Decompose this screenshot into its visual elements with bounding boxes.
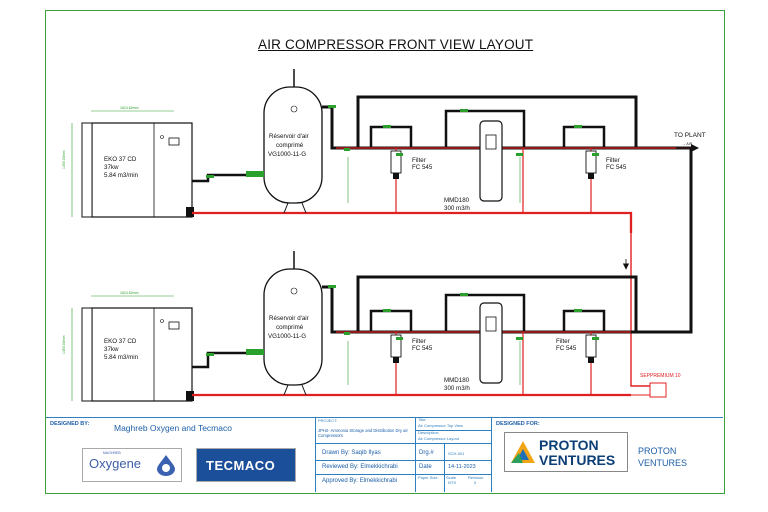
title-block: DESIGNED BY: Maghreb Oxygen and Tecmaco …: [46, 417, 723, 494]
dryer-1: [479, 120, 521, 203]
filter-3-name: Filter: [412, 338, 426, 345]
designed-for-label: DESIGNED FOR:: [496, 421, 540, 427]
filter-3: [390, 334, 402, 363]
tank-2: [246, 251, 349, 396]
separator-label: SEPPREMIUM 10: [640, 373, 681, 379]
oxygene-logo: MAGHREB Oxygene: [82, 448, 182, 482]
filter-2: [585, 150, 597, 179]
compressor-2-flow: 5.84 m3/min: [104, 354, 139, 361]
page-title: AIR COMPRESSOR FRONT VIEW LAYOUT: [258, 37, 534, 52]
date-value: 14-11-2023: [448, 464, 476, 470]
filter-4: [585, 334, 597, 363]
proton-mark-icon: [511, 441, 535, 463]
title-cell: Title: Air Compressor Top View: [416, 417, 492, 431]
filter-2-name: Filter: [606, 157, 620, 164]
proton-logo-line2: VENTURES: [539, 452, 616, 468]
tank-2-label-2: comprimé: [276, 324, 304, 331]
filter-3-model: FC 545: [412, 345, 433, 352]
filter-2-model: FC 545: [606, 164, 627, 171]
compressor-1: [71, 110, 194, 218]
tank-1: [246, 69, 349, 214]
outlet-label: TO PLANT: [674, 132, 706, 139]
oxygene-logo-small: MAGHREB: [103, 451, 121, 455]
title-value: Air Compressor Top View: [418, 423, 463, 428]
client-name-line2: VENTURES: [638, 458, 688, 468]
compressor-1-dim-width: 1624.62mm: [120, 106, 139, 110]
drg-value: SCH-001: [448, 451, 465, 456]
paper-label: Paper Size: [418, 475, 438, 480]
client-name-line1: PROTON: [638, 446, 677, 456]
tank-1-label-2: comprimé: [276, 142, 304, 149]
tank-2-label-1: Réservoir d'air: [269, 315, 309, 322]
designed-by-value: Maghreb Oxygen and Tecmaco: [114, 423, 232, 433]
compressor-2-dim-height: 1450.00mm: [62, 335, 66, 354]
compressor-1-dim-height: 1450.00mm: [62, 150, 66, 169]
drawing-info-cell: Drg.# SCH-001 Date 14-11-2023 Paper Size…: [416, 444, 492, 492]
date-label: Date: [419, 464, 432, 470]
description-value: Air Compressor Layout: [418, 436, 459, 441]
filter-1-name: Filter: [412, 157, 426, 164]
tank-2-label-3: VG1000-11-G: [268, 333, 307, 340]
proton-logo-line1: PROTON: [539, 437, 599, 453]
oxygene-logo-text: Oxygene: [89, 456, 142, 471]
compressor-2: [71, 295, 194, 402]
designed-for-section: DESIGNED FOR: PROTON VENTURES PROTON VEN…: [492, 418, 723, 492]
filter-1-model: FC 545: [412, 164, 433, 171]
compressor-1-power: 37kw: [104, 164, 119, 171]
designed-by-section: DESIGNED BY: Maghreb Oxygen and Tecmaco …: [46, 418, 316, 492]
drg-label: Drg.#: [419, 450, 434, 456]
tecmaco-logo: TECMACO: [196, 448, 296, 482]
drawing-sheet: AIR COMPRESSOR FRONT VIEW LAYOUT TO PLAN…: [45, 10, 725, 494]
valves-row-1: [206, 105, 599, 178]
dryer-1-model: MMD180: [444, 197, 470, 204]
dryer-2-flow: 300 m3/h: [444, 385, 470, 392]
filter-1: [390, 150, 402, 179]
revision-value: 0: [474, 480, 477, 485]
scale-value: NTS: [448, 480, 456, 485]
people-cell: Drawn By: Saqib Ilyas Reviewed By: Elmek…: [316, 444, 416, 492]
compressor-1-flow: 5.84 m3/min: [104, 172, 139, 179]
reviewed-by: Reviewed By: Elmekkichrabi: [322, 464, 398, 470]
dryer-2: [479, 302, 521, 385]
filter-4-name: Filter: [556, 338, 570, 345]
description-label: Description:: [418, 430, 440, 435]
description-cell: Description: Air Compressor Layout: [416, 430, 492, 444]
compressor-2-power: 37kw: [104, 346, 119, 353]
proton-logo: PROTON VENTURES: [504, 432, 628, 472]
project-cell: PROJECT: JPH2- Ammonia Storage and Distr…: [316, 418, 416, 444]
compressor-2-model: EKO 37 CD: [104, 338, 137, 345]
compressor-2-dim-width: 1624.62mm: [120, 291, 139, 295]
dryer-2-model: MMD180: [444, 377, 470, 384]
approved-by: Approved By: Elmekkichrabi: [322, 478, 398, 484]
project-value: JPH2- Ammonia Storage and Distribution D…: [318, 428, 408, 439]
valves-row-2: [206, 285, 599, 356]
scale-label: Scale: [446, 475, 457, 480]
row-2: [71, 148, 693, 402]
separator: [631, 382, 667, 398]
revision-label: Revision: [468, 475, 484, 480]
filter-4-model: FC 545: [556, 345, 577, 352]
tank-1-label-1: Réservoir d'air: [269, 133, 309, 140]
schematic: [71, 69, 699, 402]
tank-1-label-3: VG1000-11-G: [268, 151, 307, 158]
drawn-by: Drawn By: Saqib Ilyas: [322, 450, 381, 456]
title-label: Title:: [418, 417, 427, 422]
row-1: [71, 69, 699, 387]
project-label: PROJECT:: [318, 418, 338, 423]
tecmaco-logo-text: TECMACO: [206, 458, 276, 473]
designed-by-label: DESIGNED BY:: [50, 421, 90, 427]
dryer-1-flow: 300 m3/h: [444, 205, 470, 212]
outlet-small-label: → AIR: [682, 142, 693, 146]
oxygene-drop-icon: [157, 455, 175, 476]
compressor-1-model: EKO 37 CD: [104, 156, 137, 163]
